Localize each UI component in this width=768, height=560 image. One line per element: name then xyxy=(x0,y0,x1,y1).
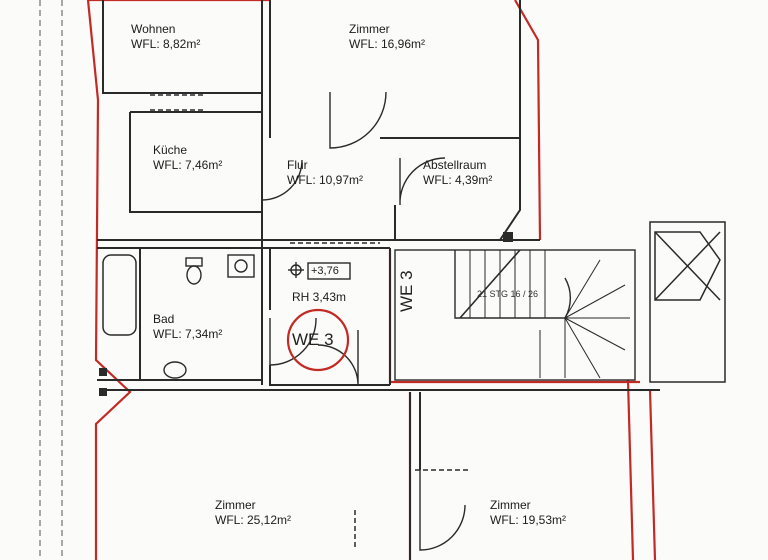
room-area: WFL: 25,12m² xyxy=(215,513,292,527)
room-name: Wohnen xyxy=(131,22,176,36)
unit-marker xyxy=(286,308,350,372)
room-zimmer-right: Zimmer WFL: 19,53m² xyxy=(490,498,566,528)
room-kueche: Küche WFL: 7,46m² xyxy=(153,143,222,173)
room-name: Abstellraum xyxy=(423,158,487,172)
room-area: WFL: 4,39m² xyxy=(423,173,493,187)
room-zimmer-top: Zimmer WFL: 16,96m² xyxy=(349,22,425,52)
north-arrow-icon xyxy=(503,232,513,242)
toilet-icon xyxy=(185,257,203,285)
level-value: +3,76 xyxy=(311,265,339,277)
apartment-outline xyxy=(86,0,657,560)
stair-label: 21 STG 16 / 26 xyxy=(477,289,539,299)
north-arrow-icon xyxy=(99,368,107,376)
level-marker-icon xyxy=(288,262,351,280)
room-flur: Flur WFL: 10,97m² xyxy=(287,158,363,188)
room-area: WFL: 7,46m² xyxy=(153,158,223,172)
room-abstellraum: Abstellraum WFL: 4,39m² xyxy=(423,158,492,188)
room-name: Zimmer xyxy=(215,498,256,512)
room-area: WFL: 8,82m² xyxy=(131,37,201,51)
room-area: WFL: 19,53m² xyxy=(490,513,567,527)
room-name: Küche xyxy=(153,143,188,157)
room-wohnen: Wohnen WFL: 8,82m² xyxy=(131,22,200,52)
door-swing-icon xyxy=(261,91,466,551)
stairwell xyxy=(394,249,636,381)
room-name: Bad xyxy=(153,312,175,326)
toilet-icon xyxy=(163,361,187,379)
shaft xyxy=(649,221,726,383)
room-name: Flur xyxy=(287,158,308,172)
room-bad: Bad WFL: 7,34m² xyxy=(153,312,222,342)
room-zimmer-left: Zimmer WFL: 25,12m² xyxy=(215,498,291,528)
room-area: WFL: 10,97m² xyxy=(287,173,364,187)
sink-icon xyxy=(227,254,255,278)
unit-label-circle: WE 3 xyxy=(292,330,334,349)
openings xyxy=(150,94,470,550)
bathtub-icon xyxy=(102,254,137,336)
unit-label-stair: WE 3 xyxy=(397,270,416,312)
walls xyxy=(97,0,660,560)
ceiling-height: RH 3,43m xyxy=(292,290,347,304)
north-arrow-icon xyxy=(99,388,107,396)
room-name: Zimmer xyxy=(349,22,390,36)
room-area: WFL: 16,96m² xyxy=(349,37,426,51)
room-area: WFL: 7,34m² xyxy=(153,327,223,341)
room-name: Zimmer xyxy=(490,498,531,512)
